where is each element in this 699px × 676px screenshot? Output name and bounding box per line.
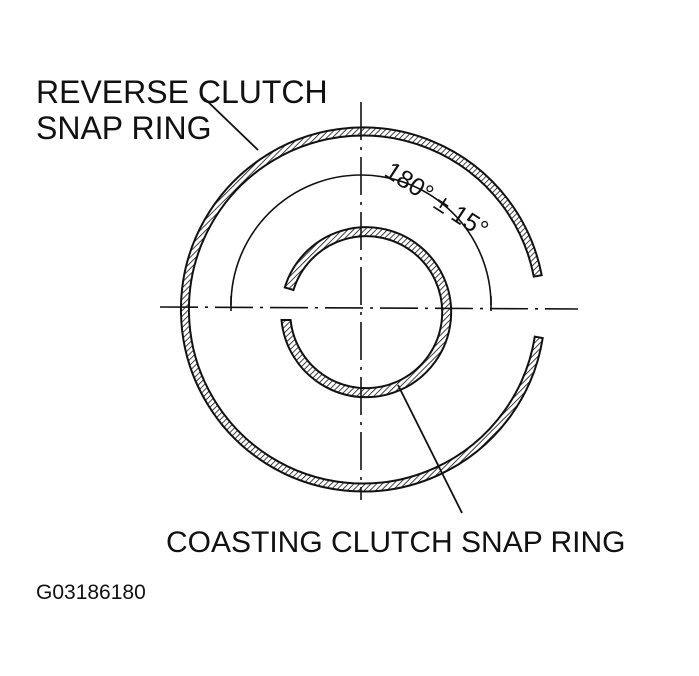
horizontal-centerline [159,306,579,310]
reverse-clutch-label-line1: REVERSE CLUTCH [36,74,328,110]
reverse-clutch-label-line2: SNAP RING [36,110,212,146]
reverse-clutch-snap-ring [179,126,544,493]
angle-dimension-arc [230,174,492,306]
figure-id-label: G03186180 [36,581,146,604]
coasting-clutch-leader [397,384,463,514]
coasting-clutch-snap-ring [280,226,453,399]
coasting-clutch-label: COASTING CLUTCH SNAP RING [166,526,626,559]
reverse-clutch-leader [203,97,259,151]
